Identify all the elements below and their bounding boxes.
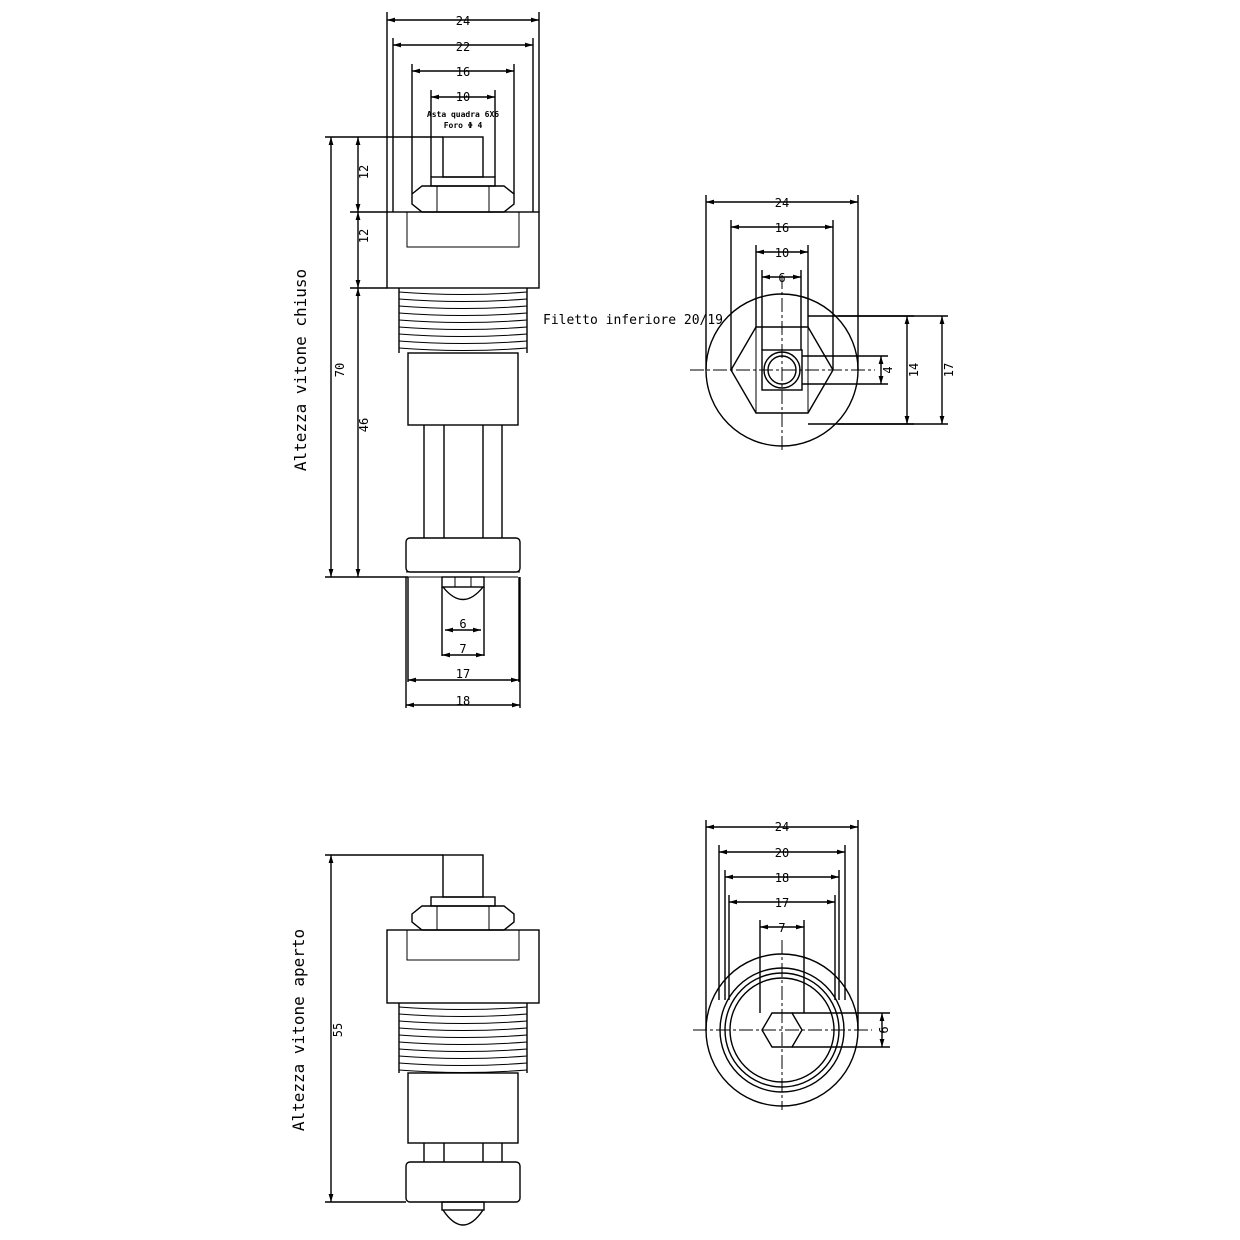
dim-12-top: 12 [357,165,371,179]
square-rod-open [442,854,484,898]
open-top-dim-24: 24 [775,820,789,834]
bonnet-open [386,929,540,1004]
open-valve-top-view: 24 20 18 17 7 6 [693,820,891,1110]
top-washer [430,176,496,187]
top-dim-16: 16 [775,221,789,235]
dim-17-bottom: 17 [456,667,470,681]
top-nut-open [411,905,515,931]
closed-valve-top-view: 24 16 10 6 4 14 17 Filetto inferiore 20/… [543,195,956,452]
dim-6-bottom: 6 [459,617,466,631]
dim-7-bottom: 7 [459,642,466,656]
top-dim-6: 6 [778,271,785,285]
note-square-rod: Asta quadra 6X6 [427,110,499,119]
top-dim-24: 24 [775,196,789,210]
bottom-disc [405,537,521,573]
top-nut [411,185,515,213]
open-valve-side-view: 55 Altezza vitone aperto [289,854,540,1226]
dim-18-bottom: 18 [456,694,470,708]
valve-body [407,352,519,426]
thread-section [398,288,528,353]
closed-valve-side-view: 24 22 16 10 Asta quadra 6X6 Foro Φ 4 12 … [291,12,540,708]
dim-24: 24 [456,14,470,28]
open-top-dim-17: 17 [775,896,789,910]
open-top-dim-6: 6 [877,1026,891,1033]
open-top-dim-18: 18 [775,871,789,885]
top-dim-4: 4 [881,366,895,373]
dim-46: 46 [357,418,371,432]
bottom-disc-open [405,1161,521,1203]
label-thread: Filetto inferiore 20/19 [543,313,723,328]
label-open-height: Altezza vitone aperto [289,929,308,1131]
dim-16: 16 [456,65,470,79]
ball-tip-open [442,1209,484,1226]
dim-70: 70 [333,363,347,377]
valve-body-open [407,1072,519,1144]
open-top-dim-20: 20 [775,846,789,860]
dim-12-cap: 12 [357,229,371,243]
note-hole: Foro Φ 4 [444,121,483,130]
thread-section-open [398,1003,528,1073]
bonnet [386,211,540,289]
dim-55: 55 [331,1023,345,1037]
ball-tip [442,586,484,601]
dim-22: 22 [456,40,470,54]
label-closed-height: Altezza vitone chiuso [291,269,310,471]
square-rod [442,136,484,178]
top-dim-14: 14 [907,363,921,377]
top-dim-17: 17 [942,363,956,377]
dim-10: 10 [456,90,470,104]
top-dim-10: 10 [775,246,789,260]
open-top-dim-7: 7 [778,921,785,935]
